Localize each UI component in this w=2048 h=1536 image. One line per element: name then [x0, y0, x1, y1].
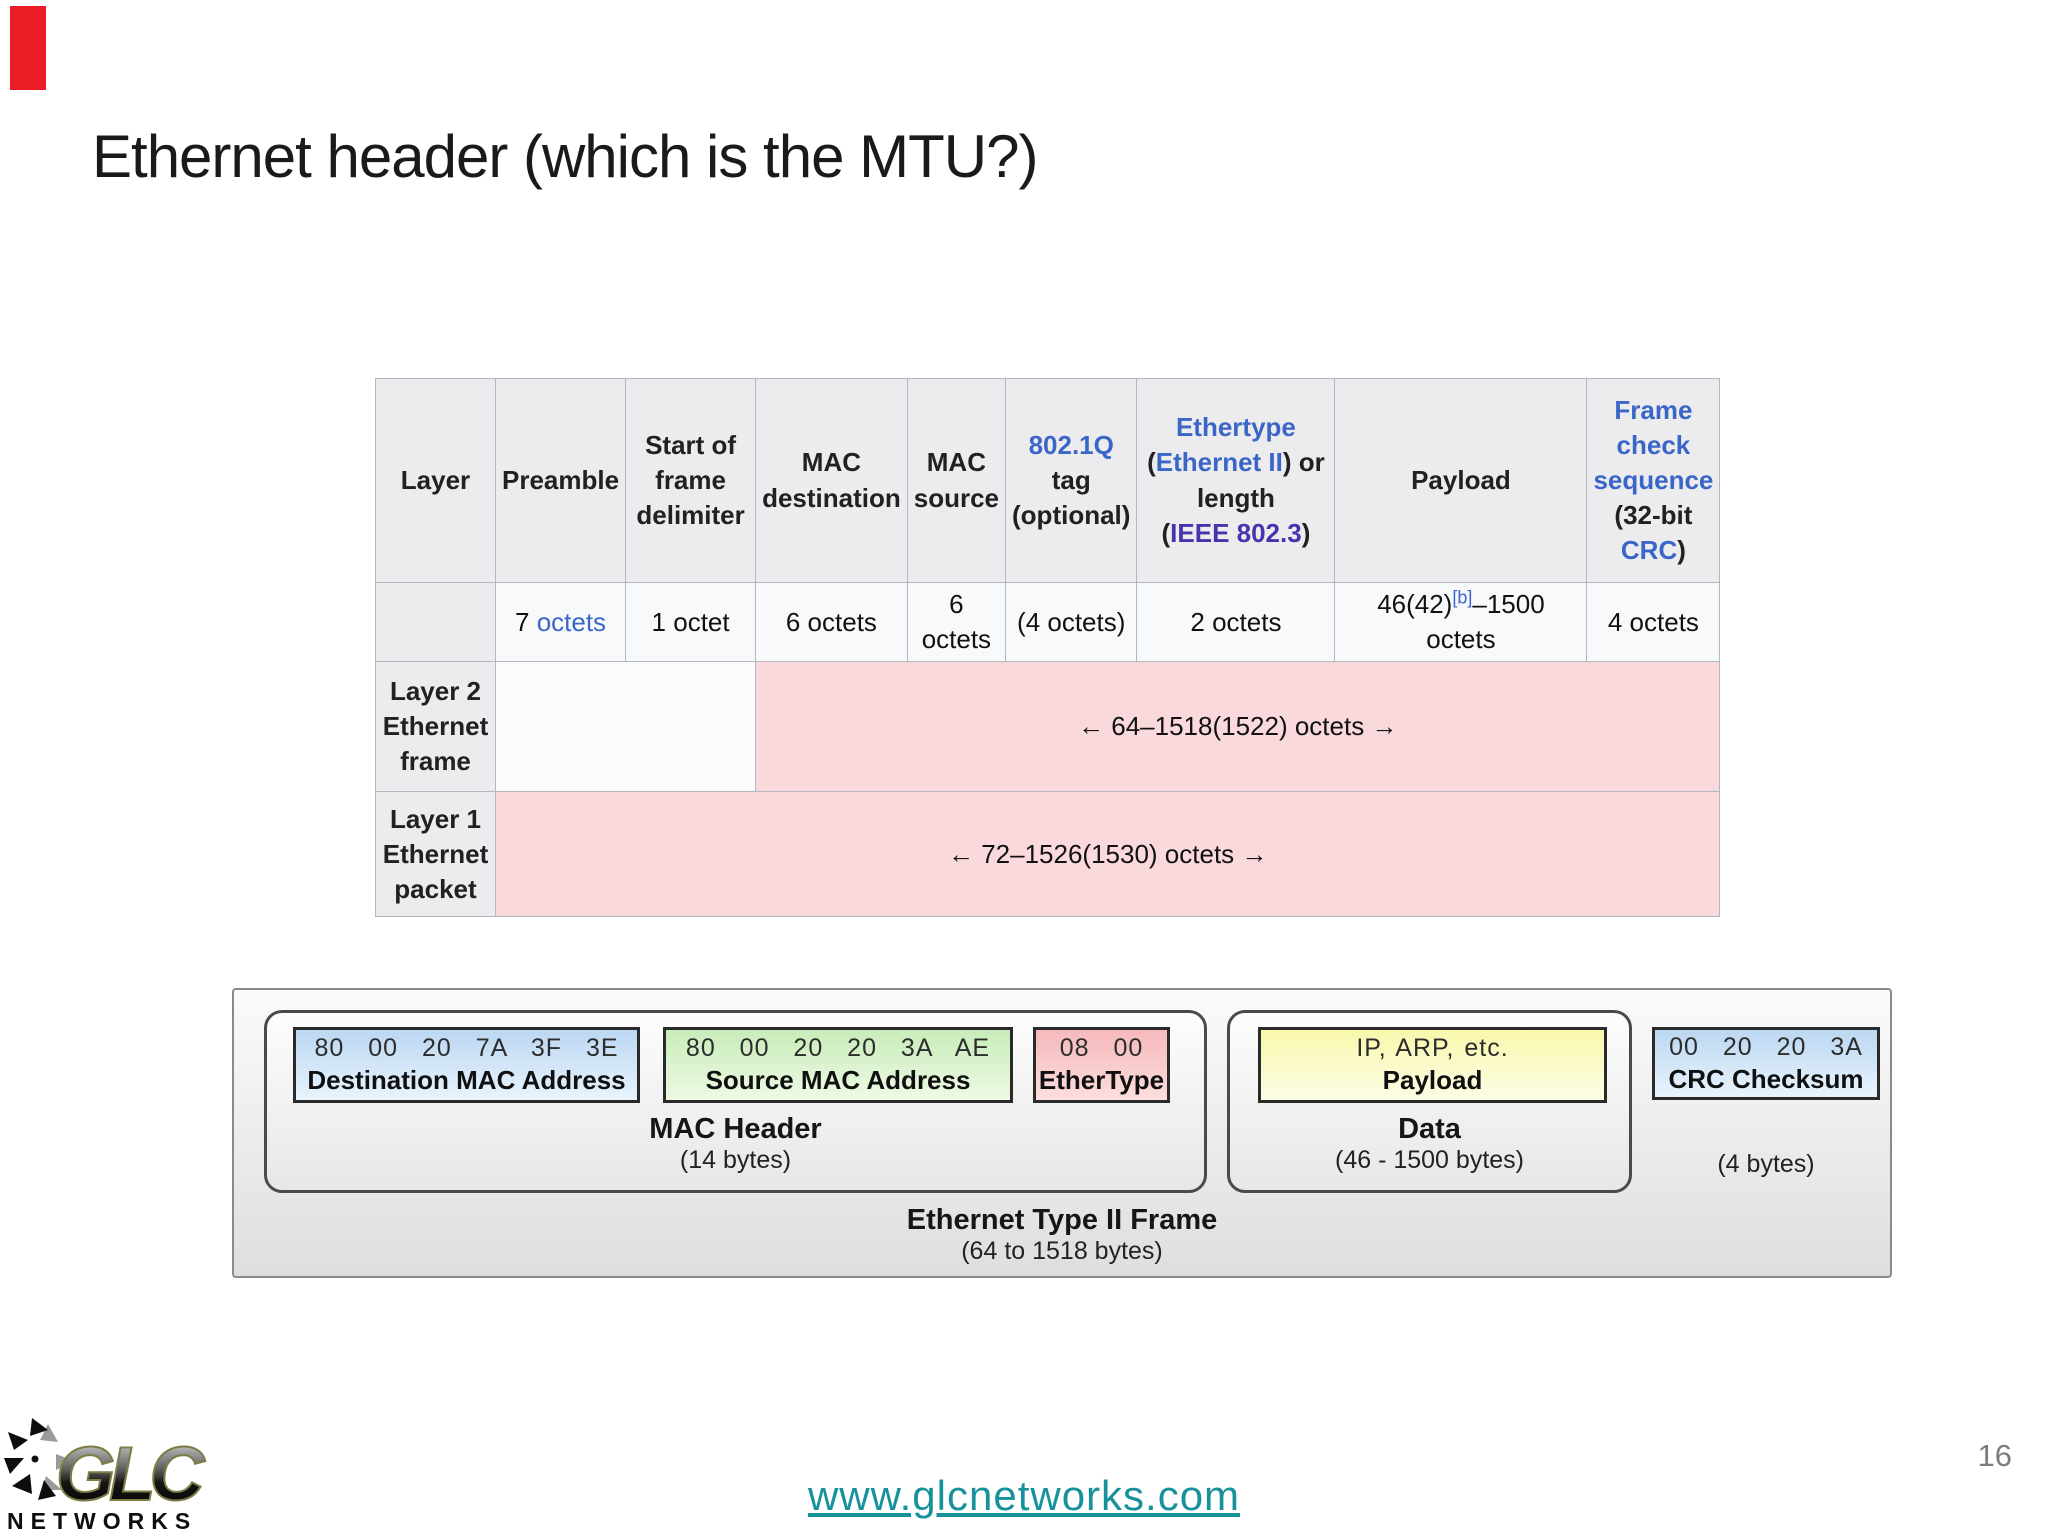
link-ethernet-ii[interactable]: Ethernet II — [1155, 447, 1283, 478]
octets-ethertype: 2 octets — [1136, 581, 1336, 663]
crc-hex: 00 20 20 3A — [1669, 1032, 1863, 1061]
link-crc[interactable]: CRC — [1620, 535, 1678, 566]
mac-header-group: 80 00 20 7A 3F 3E Destination MAC Addres… — [264, 1010, 1207, 1193]
header-sfd: Start of frame delimiter — [625, 378, 757, 583]
octets-fcs: 4 octets — [1586, 581, 1721, 663]
header-payload: Payload — [1334, 378, 1588, 583]
red-accent-bar — [10, 6, 46, 90]
header-mac-source: MAC source — [906, 378, 1007, 583]
crc-checksum-box: 00 20 20 3A CRC Checksum — [1652, 1027, 1880, 1100]
layer2-row: Layer 2 Ethernet frame ← 64–1518(1522) o… — [375, 661, 1721, 793]
layer1-octets-span: ← 72–1526(1530) octets → — [494, 791, 1721, 918]
starburst-icon — [4, 1418, 74, 1500]
source-mac-label: Source MAC Address — [705, 1065, 971, 1095]
logo-brand-text: GLC — [56, 1432, 206, 1517]
payload-protocols: IP, ARP, etc. — [1356, 1034, 1509, 1062]
destination-mac-hex: 80 00 20 7A 3F 3E — [314, 1034, 619, 1062]
ethertype-label: EtherType — [1038, 1065, 1165, 1095]
page-title: Ethernet header (which is the MTU?) — [92, 123, 1038, 190]
data-caption: Data (46 - 1500 bytes) — [1335, 1113, 1524, 1174]
octets-payload: 46(42)[b]–1500 octets — [1334, 581, 1588, 663]
header-8021q-tag: 802.1Q tag (optional) — [1005, 378, 1138, 583]
footer-url-link[interactable]: www.glcnetworks.com — [807, 1472, 1241, 1519]
ethernet-frame-table: Layer Preamble Start of frame delimiter … — [375, 378, 1721, 918]
source-mac-box: 80 00 20 20 3A AE Source MAC Address — [663, 1027, 1013, 1103]
crc-caption: (4 bytes) — [1717, 1150, 1815, 1178]
link-ethertype[interactable]: Ethertype — [1175, 412, 1296, 443]
ethertype-box: 08 00 EtherType — [1033, 1027, 1170, 1103]
layer1-label: Layer 1 Ethernet packet — [375, 791, 496, 918]
destination-mac-box: 80 00 20 7A 3F 3E Destination MAC Addres… — [293, 1027, 640, 1103]
octets-empty-cell — [375, 581, 496, 663]
octets-mac-destination: 6 octets — [755, 581, 908, 663]
frame-caption: Ethernet Type II Frame (64 to 1518 bytes… — [906, 1204, 1218, 1265]
header-layer: Layer — [375, 378, 496, 583]
mac-header-caption: MAC Header (14 bytes) — [649, 1113, 822, 1174]
destination-mac-label: Destination MAC Address — [307, 1065, 626, 1095]
link-8021q[interactable]: 802.1Q — [1028, 429, 1114, 460]
payload-box: IP, ARP, etc. Payload — [1258, 1027, 1607, 1103]
glc-networks-logo: GLC NETWORKS — [4, 1418, 209, 1534]
layer2-octets-span: ← 64–1518(1522) octets → — [755, 661, 1721, 793]
octets-8021q: (4 octets) — [1005, 581, 1138, 663]
header-ethertype: Ethertype (Ethernet II) or length (IEEE … — [1136, 378, 1336, 583]
header-preamble: Preamble — [494, 378, 627, 583]
footnote-b-link[interactable]: [b] — [1452, 587, 1473, 608]
ethertype-hex: 08 00 — [1059, 1034, 1144, 1062]
footer: www.glcnetworks.com — [0, 1472, 2048, 1520]
table-header-row: Layer Preamble Start of frame delimiter … — [375, 378, 1721, 583]
layer1-row: Layer 1 Ethernet packet ← 72–1526(1530) … — [375, 791, 1721, 918]
payload-label: Payload — [1382, 1065, 1483, 1095]
ethernet-type2-frame-diagram: 80 00 20 7A 3F 3E Destination MAC Addres… — [232, 988, 1892, 1278]
crc-label: CRC Checksum — [1668, 1063, 1864, 1094]
link-octets[interactable]: octets — [536, 606, 607, 637]
layer2-label: Layer 2 Ethernet frame — [375, 661, 496, 793]
header-mac-destination: MAC destination — [755, 378, 908, 583]
link-ieee-8023[interactable]: IEEE 802.3 — [1170, 517, 1302, 548]
source-mac-hex: 80 00 20 20 3A AE — [685, 1034, 991, 1062]
page-number: 16 — [1977, 1438, 2012, 1473]
octets-sfd: 1 octet — [625, 581, 757, 663]
logo-sub-text: NETWORKS — [7, 1508, 197, 1534]
octets-preamble: 7 octets — [494, 581, 627, 663]
layer2-empty-span — [494, 661, 757, 793]
data-group: IP, ARP, etc. Payload Data (46 - 1500 by… — [1227, 1010, 1632, 1193]
